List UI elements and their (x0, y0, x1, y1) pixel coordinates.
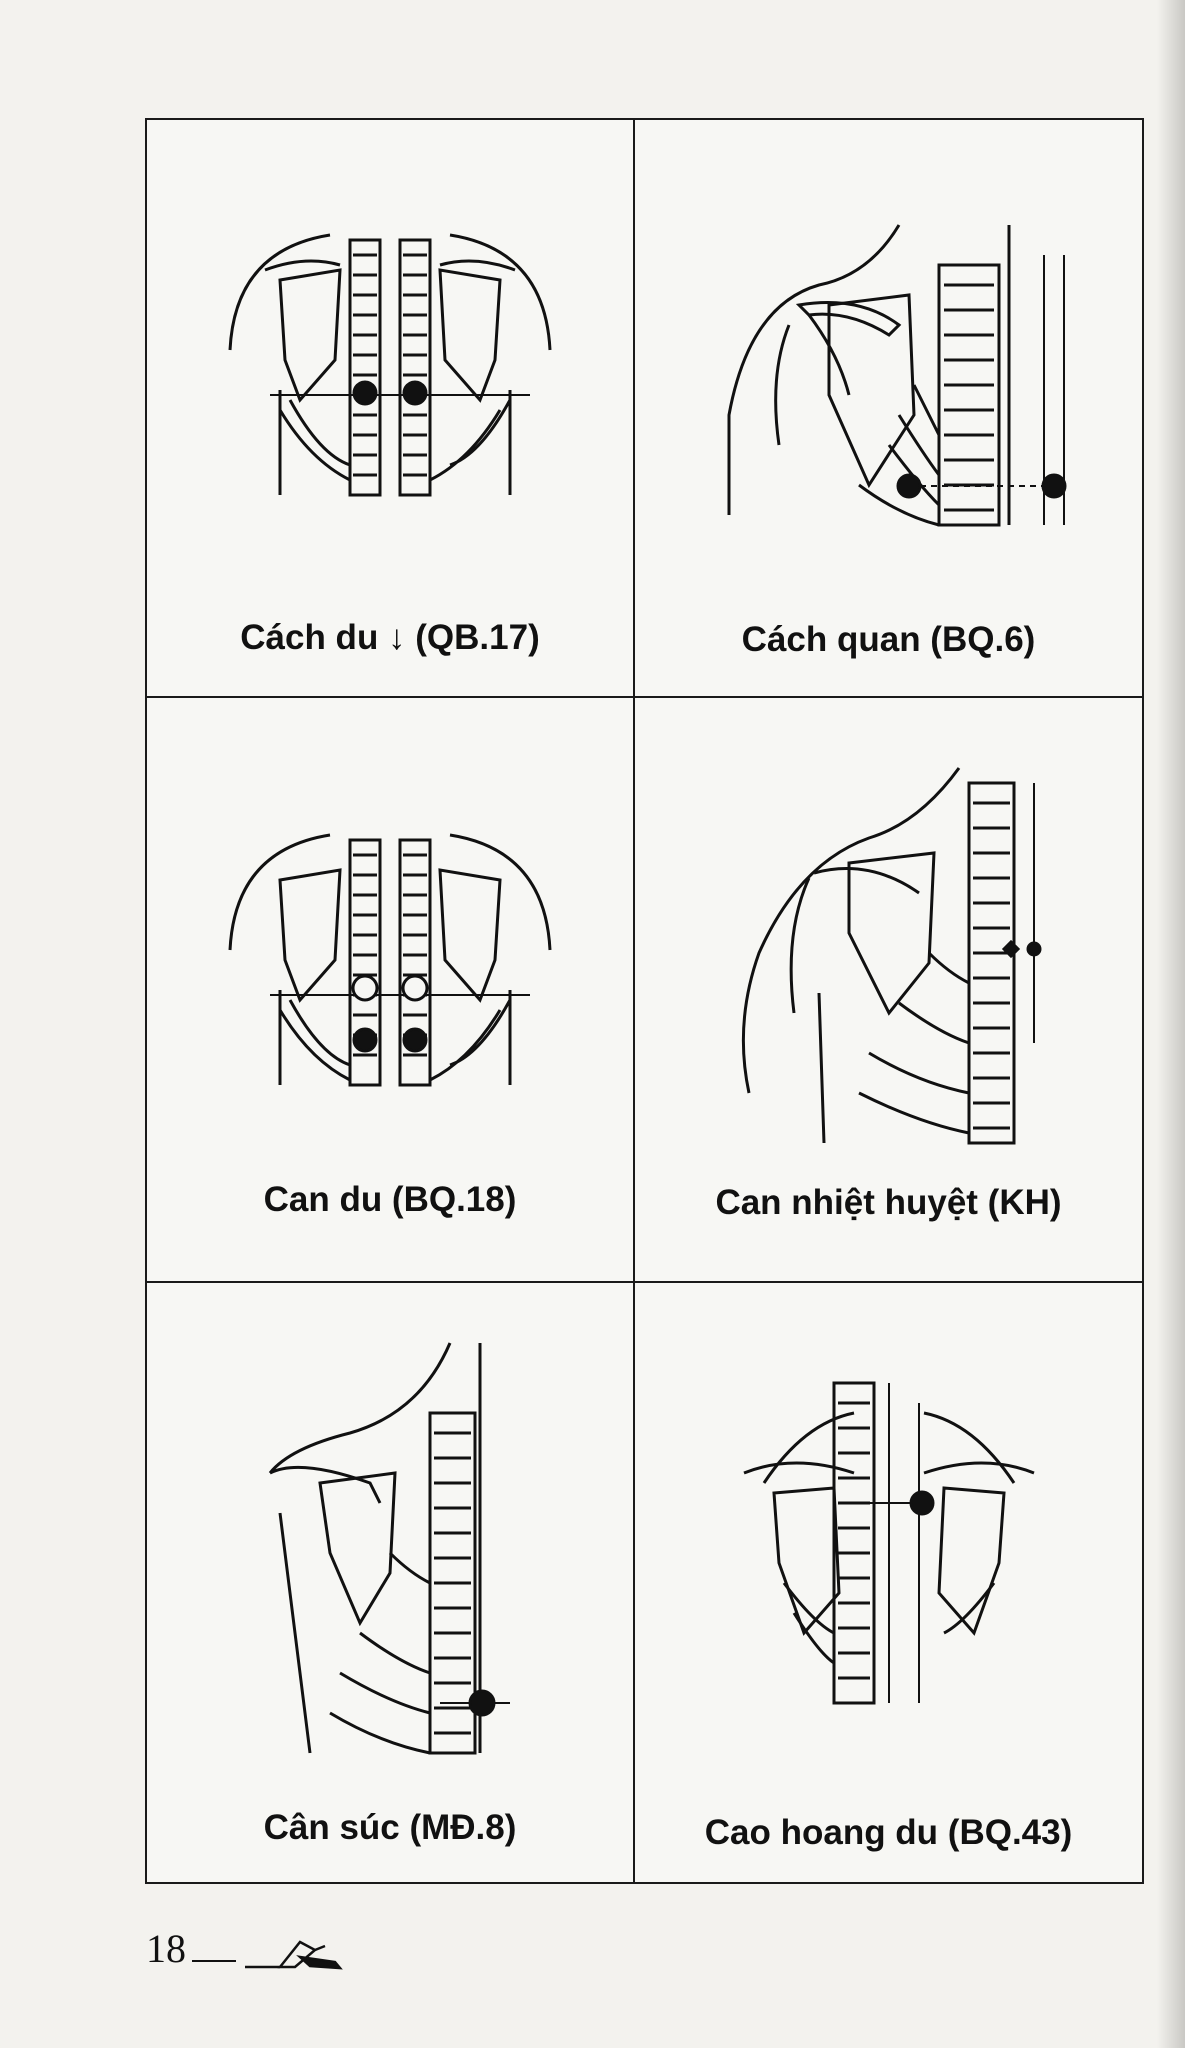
scapula-illustration-5 (268, 1342, 510, 1755)
page-edge-shadow (1157, 0, 1185, 2048)
upper-back-illustration-1 (228, 233, 552, 497)
shoulder-illustration-4 (741, 767, 1041, 1145)
shoulder-illustration-2 (727, 224, 1066, 527)
page-number: 18 (146, 1926, 186, 1971)
figure-caption-4: Can nhiệt huyệt (KH) (715, 1183, 1062, 1222)
figure-caption-2: Cách quan (BQ.6) (741, 620, 1036, 659)
footer-rule (192, 1960, 236, 1962)
back-illustration-6 (742, 1381, 1035, 1705)
acupoint-figure-grid: Cách du ↓ (QB.17) Cách quan (BQ.6) (145, 118, 1144, 1884)
page-footer: 18 (146, 1925, 350, 1972)
figure-cell-2: Cách quan (BQ.6) (635, 120, 1142, 698)
figure-cell-1: Cách du ↓ (QB.17) (147, 120, 635, 698)
figure-caption-6: Cao hoang du (BQ.43) (704, 1813, 1073, 1852)
figure-caption-5: Cân súc (MĐ.8) (263, 1808, 517, 1847)
figure-cell-3: Can du (BQ.18) (147, 698, 635, 1283)
figure-caption-3: Can du (BQ.18) (263, 1180, 517, 1219)
figure-caption-1: Cách du ↓ (QB.17) (240, 618, 540, 657)
upper-back-illustration-3 (228, 833, 552, 1087)
figure-cell-6: Cao hoang du (BQ.43) (635, 1283, 1142, 1882)
figure-cell-5: Cân súc (MĐ.8) (147, 1283, 635, 1882)
pen-ornament-icon (245, 1940, 343, 1970)
figure-cell-4: Can nhiệt huyệt (KH) (635, 698, 1142, 1283)
